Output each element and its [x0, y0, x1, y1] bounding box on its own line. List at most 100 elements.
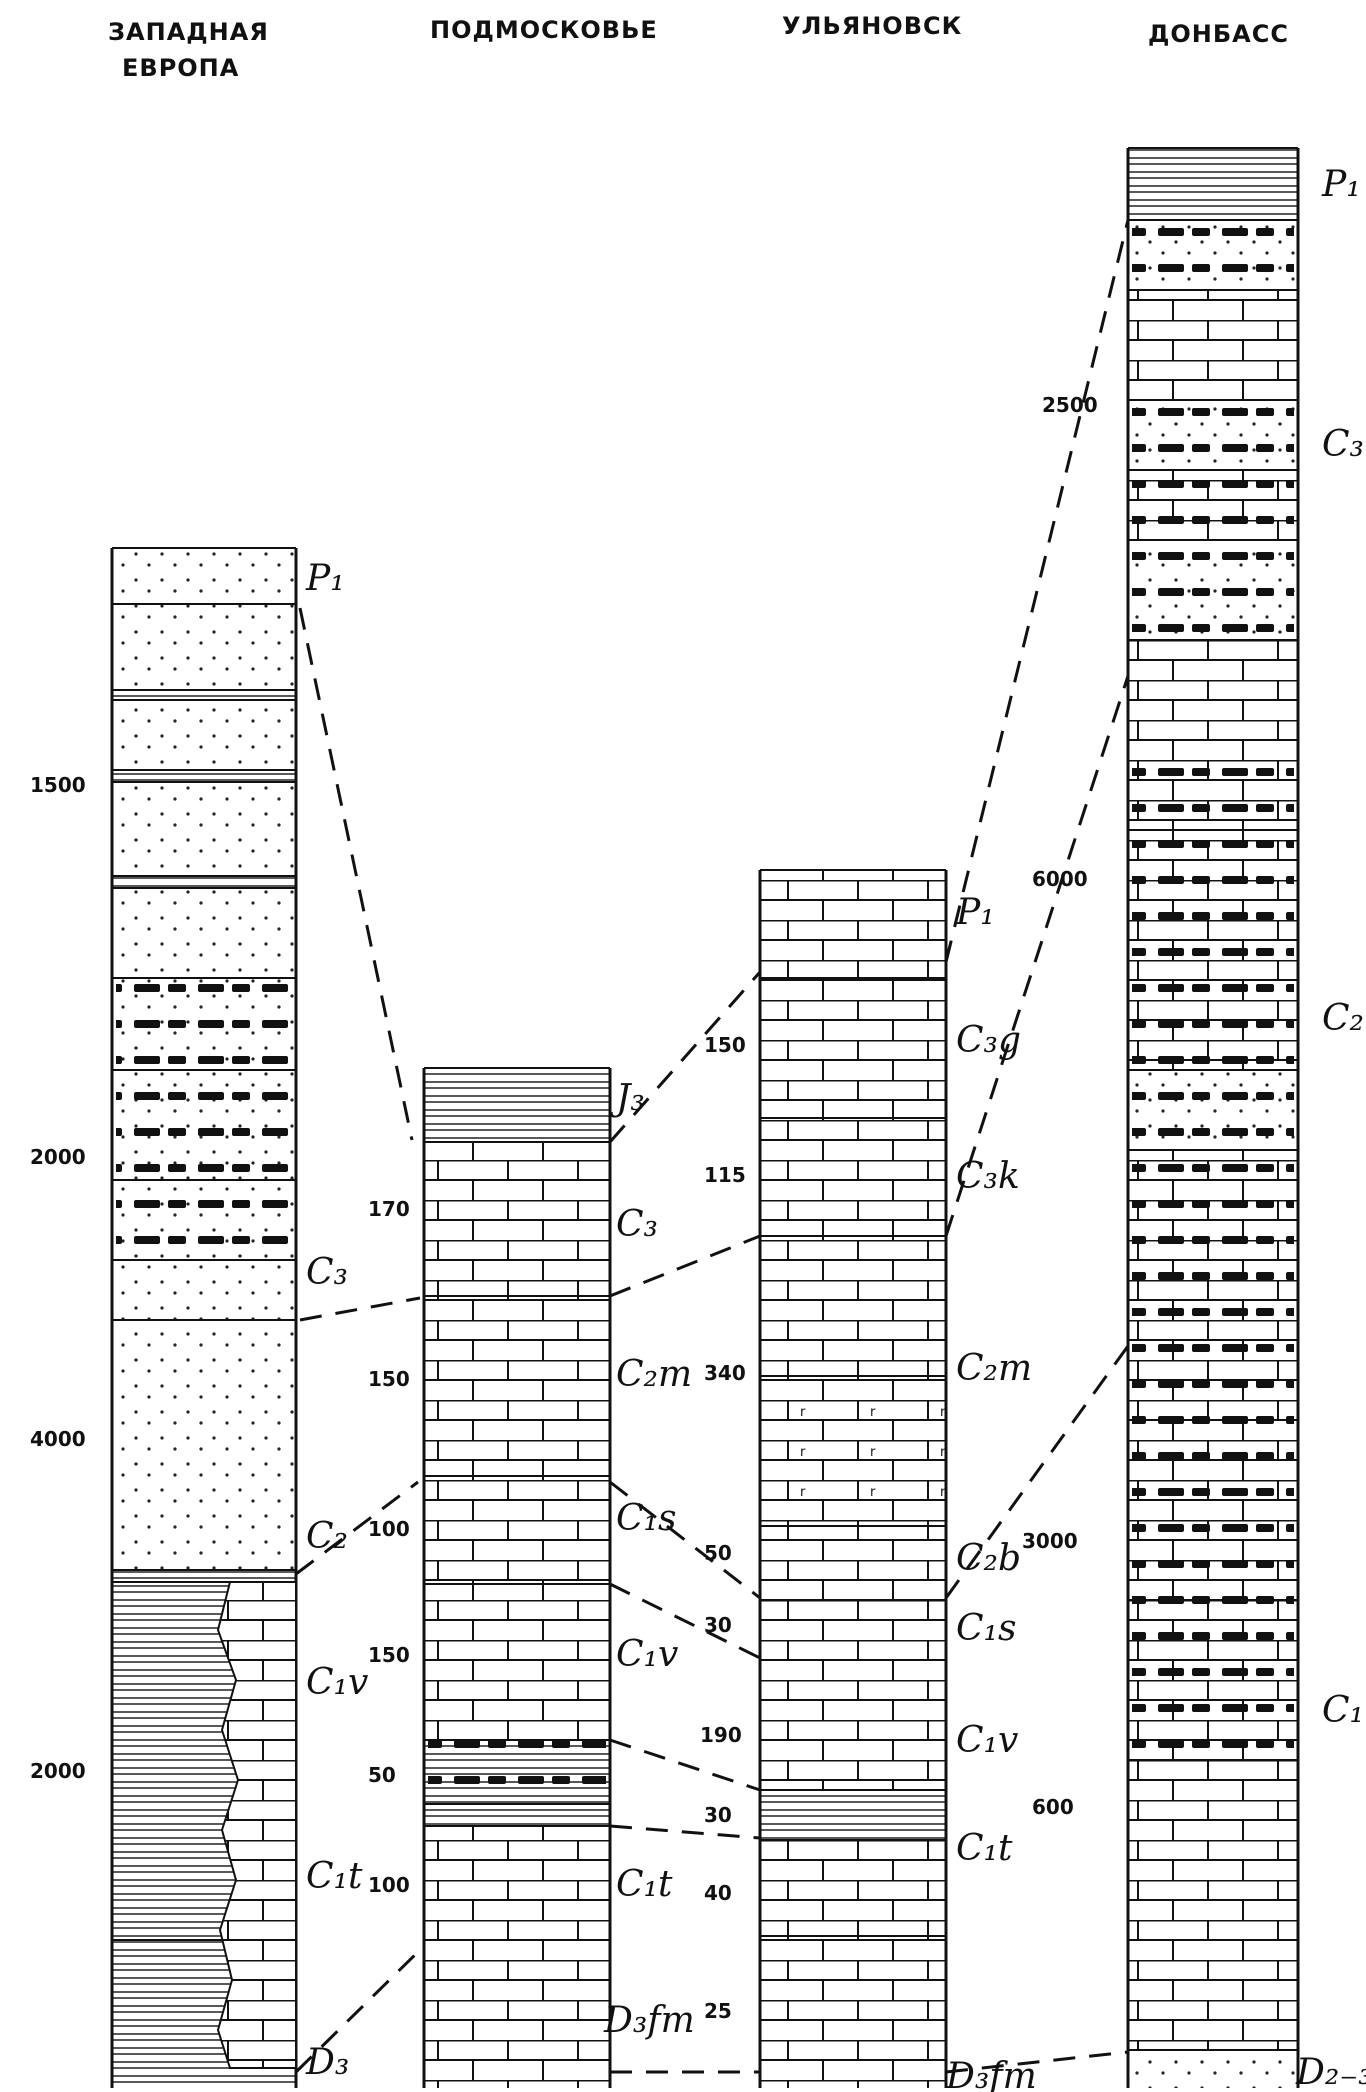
depth-label: 600 — [1032, 1795, 1074, 1819]
correlation-line — [944, 219, 1130, 963]
layer-shale — [1128, 148, 1298, 220]
unit-label: C₁s — [956, 1608, 1016, 1649]
layer-sand — [112, 604, 296, 690]
unit-label: C₁v — [616, 1634, 678, 1675]
unit-label: C₁v — [306, 1662, 368, 1703]
unit-label: P₁ — [955, 892, 995, 933]
limestone-interfinger — [216, 1581, 297, 2069]
correlation-lines — [294, 219, 1130, 2074]
unit-label: D₃ — [305, 2042, 349, 2083]
layer-lenses — [1132, 830, 1294, 940]
layer-lenses — [1132, 1070, 1294, 1150]
layer-sand — [112, 1260, 296, 1320]
depth-label: 25 — [704, 1999, 732, 2023]
layer-shale — [112, 690, 296, 700]
depth-label: 170 — [368, 1197, 410, 1221]
layer-shale — [112, 1570, 296, 1582]
layer-lime — [760, 870, 946, 978]
section-column-d — [1126, 147, 1300, 2088]
unit-label: C₁t — [306, 1856, 363, 1897]
layer-lime — [1128, 1760, 1298, 2050]
depth-label: 115 — [704, 1163, 746, 1187]
column-header-w: ЗАПАДНАЯ — [108, 18, 269, 46]
correlation-line — [609, 1738, 761, 1792]
depth-label: 3000 — [1022, 1529, 1078, 1553]
layer-lime — [424, 1476, 610, 1584]
section-column-m — [422, 1067, 612, 2088]
correlation-line — [299, 1296, 421, 1322]
correlation-line — [609, 1824, 761, 1840]
layer-lenses — [1132, 1600, 1294, 1760]
layer-lime — [760, 1118, 946, 1236]
depth-label: 30 — [704, 1613, 732, 1637]
unit-label: C₂m — [956, 1348, 1032, 1389]
layer-sand — [112, 548, 296, 604]
layer-lenses — [1132, 1150, 1294, 1260]
layer-lenses — [1132, 940, 1294, 1070]
depth-label: 50 — [704, 1541, 732, 1565]
unit-label: C₃ — [616, 1204, 658, 1245]
section-columns — [110, 147, 1300, 2088]
layer-lime — [424, 1584, 610, 1740]
unit-label: C₁s — [616, 1498, 676, 1539]
layer-lime — [760, 978, 946, 1118]
unit-label: D₃fm — [945, 2056, 1037, 2092]
depth-label: 150 — [368, 1367, 410, 1391]
depth-label: 150 — [704, 1033, 746, 1057]
depth-label: 2000 — [30, 1759, 86, 1783]
correlation-line — [298, 607, 414, 1141]
layer-lime — [760, 1600, 946, 1660]
depth-label: 340 — [704, 1361, 746, 1385]
layer-lenses — [1132, 400, 1294, 470]
layer-lime — [760, 1526, 946, 1600]
unit-label: C₁t — [956, 1828, 1013, 1869]
layer-lime — [424, 1826, 610, 2088]
layer-lenses — [1132, 470, 1294, 540]
layer-lenses — [1132, 1260, 1294, 1380]
unit-label: P₁ — [305, 558, 345, 599]
unit-label: C₃g — [956, 1020, 1021, 1061]
layer-lenses — [116, 1070, 292, 1180]
layer-sand — [112, 888, 296, 978]
correlation-line — [944, 1345, 1130, 1599]
layer-lime — [1128, 640, 1298, 740]
depth-label: 2500 — [1042, 393, 1098, 417]
layer-shale — [424, 1068, 610, 1142]
correlation-line — [945, 2050, 1129, 2074]
layer-lenses — [116, 978, 292, 1070]
layer-lime — [424, 1142, 610, 1296]
layer-sand — [112, 782, 296, 876]
unit-label: C₃ — [306, 1252, 348, 1293]
unit-label: C₂ — [1322, 998, 1364, 1039]
layer-lenses — [1132, 740, 1294, 830]
correlation-line — [294, 1944, 426, 2074]
depth-label: 30 — [704, 1803, 732, 1827]
unit-label: C₁v — [956, 1720, 1018, 1761]
depth-label: 4000 — [30, 1427, 86, 1451]
unit-label: C₃k — [956, 1156, 1020, 1197]
correlation-line — [609, 1480, 761, 1600]
column-header-m: ПОДМОСКОВЬЕ — [430, 16, 658, 44]
unit-label: P₁ — [1321, 164, 1361, 205]
depth-label: 2000 — [30, 1145, 86, 1169]
layer-lenses — [1132, 540, 1294, 640]
depth-label: 100 — [368, 1873, 410, 1897]
unit-label: D₂₋₃ — [1295, 2052, 1366, 2092]
column-header-w: ЕВРОПА — [122, 54, 239, 82]
unit-label: C₁t — [616, 1864, 673, 1905]
layer-sand — [112, 1320, 296, 1570]
layer-shale — [424, 1804, 610, 1826]
section-column-u — [758, 869, 948, 2088]
layer-lime — [760, 1236, 946, 1376]
correlation-line — [609, 1234, 761, 1298]
layer-lenses — [116, 1180, 292, 1260]
layer-sand — [112, 700, 296, 770]
depth-label: 1500 — [30, 773, 86, 797]
layer-lime — [760, 1840, 946, 1936]
correlation-line — [609, 1582, 761, 1660]
depth-label: 6000 — [1032, 867, 1088, 891]
depth-label: 50 — [368, 1763, 396, 1787]
unit-label: J₃ — [609, 1078, 645, 1119]
